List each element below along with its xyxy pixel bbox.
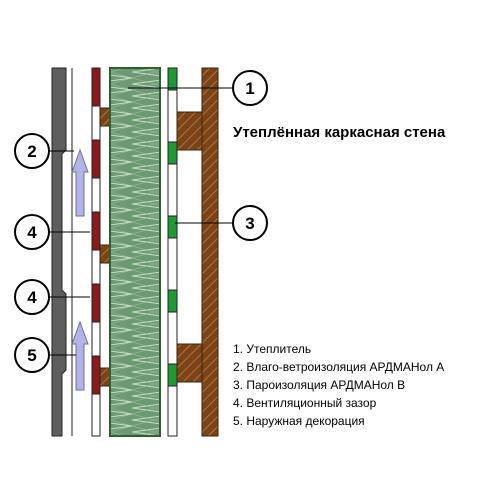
legend: 1. Утеплитель 2. Влаго-ветроизоляция АРД… [233, 342, 444, 428]
arrow-up-icon [71, 320, 89, 391]
callout-5-label: 5 [27, 346, 36, 365]
legend-item-5: 5. Наружная декорация [233, 414, 365, 428]
batten-middle [99, 244, 111, 264]
arrow-up-icon [71, 148, 89, 217]
callout-2: 2 [14, 133, 50, 169]
wind-membrane [91, 67, 101, 437]
callout-5: 5 [14, 337, 50, 373]
callout-4-lower: 4 [14, 279, 50, 315]
air-arrow-lower [71, 320, 89, 391]
callout-4-lower-label: 4 [27, 288, 37, 307]
batten-lower [99, 367, 111, 387]
legend-item-3: 3. Пароизоляция АРДМАНол В [233, 378, 405, 392]
insulation-layer [109, 67, 161, 437]
callout-3: 3 [232, 205, 268, 241]
callout-3-label: 3 [245, 214, 254, 233]
air-arrow-upper [71, 148, 89, 217]
callout-4-upper-label: 4 [27, 223, 37, 242]
callout-1-label: 1 [245, 79, 254, 98]
stud-upper [176, 111, 203, 151]
callout-2-label: 2 [27, 142, 36, 161]
stud-lower [176, 343, 203, 383]
legend-item-1: 1. Утеплитель [233, 342, 311, 356]
legend-item-4: 4. Вентиляционный зазор [233, 396, 377, 410]
interior-sheathing [201, 67, 219, 437]
exterior-cladding [51, 67, 67, 437]
vapor-membrane [167, 67, 178, 437]
batten-upper [99, 107, 111, 127]
diagram-title: Утеплённая каркасная стена [233, 124, 446, 141]
callout-1: 1 [232, 70, 268, 106]
callout-4-upper: 4 [14, 214, 50, 250]
legend-item-2: 2. Влаго-ветроизоляция АРДМАНол А [233, 360, 444, 374]
leader-lines [49, 87, 233, 356]
